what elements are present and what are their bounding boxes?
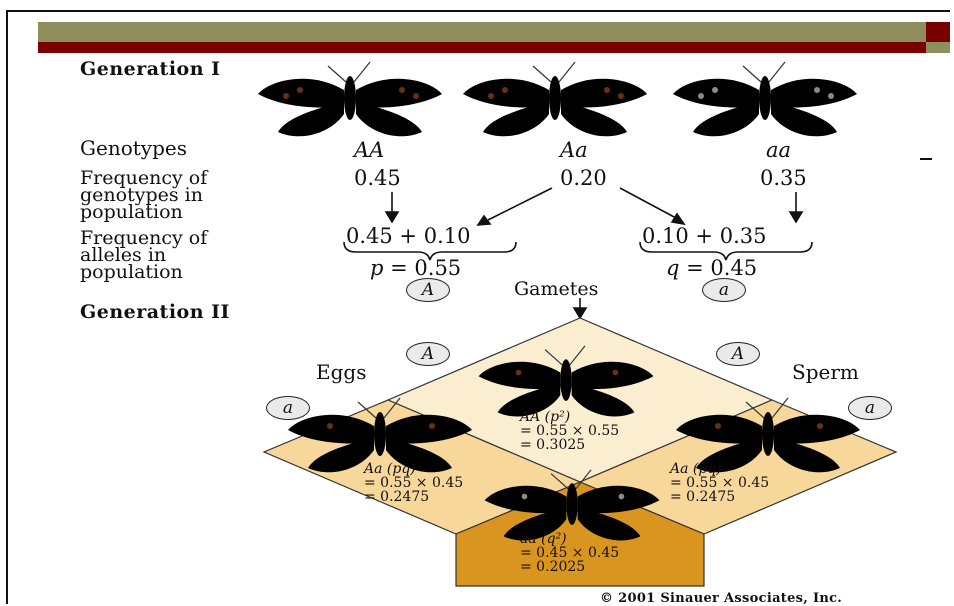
cell-Aa-right-calc: = 0.55 × 0.45 = 0.2475 xyxy=(670,475,770,505)
p-sum: 0.45 + 0.10 xyxy=(346,224,471,248)
cell-Aa-left-genotype: Aa (pq) xyxy=(364,461,416,477)
egg-A-badge: A xyxy=(406,342,450,366)
slide-border-top xyxy=(6,10,950,12)
butterfly-aa xyxy=(672,61,858,137)
genotype-AA: AA xyxy=(354,138,385,162)
header-bar-accent xyxy=(926,22,950,42)
sperm-A-badge: A xyxy=(716,342,760,366)
cell-AA-calc: = 0.55 × 0.55 = 0.3025 xyxy=(520,423,620,453)
allele-braces xyxy=(343,241,813,261)
butterfly-offspring-AA xyxy=(478,345,654,418)
butterfly-offspring-aa xyxy=(484,469,660,542)
p-variable: p xyxy=(370,256,384,280)
gametes-label: Gametes xyxy=(514,278,599,300)
freq-AA: 0.45 xyxy=(354,166,401,190)
freq-aa: 0.35 xyxy=(760,166,807,190)
butterfly-Aa xyxy=(462,61,648,137)
butterfly-offspring-Aa-left xyxy=(287,397,473,473)
generation-2-heading: Generation II xyxy=(80,301,230,323)
slide-border-left xyxy=(6,10,8,604)
cell-aa-calc: = 0.45 × 0.45 = 0.2025 xyxy=(520,545,620,575)
p-result: p = 0.55 xyxy=(370,258,461,279)
eggs-label: Eggs xyxy=(316,360,367,384)
allele-a-badge: a xyxy=(702,278,746,302)
cell-Aa-right-text: Aa (pq)= 0.55 × 0.45 = 0.2475 xyxy=(670,462,769,504)
cell-AA-genotype: AA (p²) xyxy=(520,409,571,425)
cell-aa-text: aa (q²)= 0.45 × 0.45 = 0.2025 xyxy=(520,532,619,574)
freq-Aa: 0.20 xyxy=(560,166,607,190)
cell-Aa-right-genotype: Aa (pq) xyxy=(670,461,722,477)
cell-Aa-left-calc: = 0.55 × 0.45 = 0.2475 xyxy=(364,475,464,505)
q-value: = 0.45 xyxy=(686,256,758,280)
sperm-a-badge: a xyxy=(848,396,892,420)
q-variable: q xyxy=(666,256,680,280)
egg-a-badge: a xyxy=(266,396,310,420)
genotype-Aa: Aa xyxy=(560,138,588,162)
butterfly-offspring-Aa-right xyxy=(675,397,861,473)
p-value: = 0.55 xyxy=(390,256,462,280)
allele-frequency-label: Frequency of alleles in population xyxy=(80,227,208,283)
cell-aa-genotype: aa (q²) xyxy=(520,531,567,547)
generation-1-heading: Generation I xyxy=(80,58,221,80)
cell-Aa-left-text: Aa (pq)= 0.55 × 0.45 = 0.2475 xyxy=(364,462,463,504)
genotypes-label: Genotypes xyxy=(80,136,187,160)
sperm-label: Sperm xyxy=(792,360,859,384)
header-bar-maroon xyxy=(38,42,926,53)
frequency-arrows xyxy=(384,187,804,320)
butterfly-AA xyxy=(257,61,443,137)
dash-mark xyxy=(920,158,932,160)
copyright-notice: © 2001 Sinauer Associates, Inc. xyxy=(600,591,843,606)
q-result: q = 0.45 xyxy=(666,258,757,279)
cell-AA-text: AA (p²)= 0.55 × 0.55 = 0.3025 xyxy=(520,410,619,452)
genotype-frequency-label: Frequency of genotypes in population xyxy=(80,167,208,223)
allele-A-badge: A xyxy=(406,278,450,302)
header-bar-accent-2 xyxy=(926,42,950,53)
q-sum: 0.10 + 0.35 xyxy=(642,224,767,248)
genotype-aa: aa xyxy=(766,138,792,162)
header-bar-olive xyxy=(38,22,926,42)
